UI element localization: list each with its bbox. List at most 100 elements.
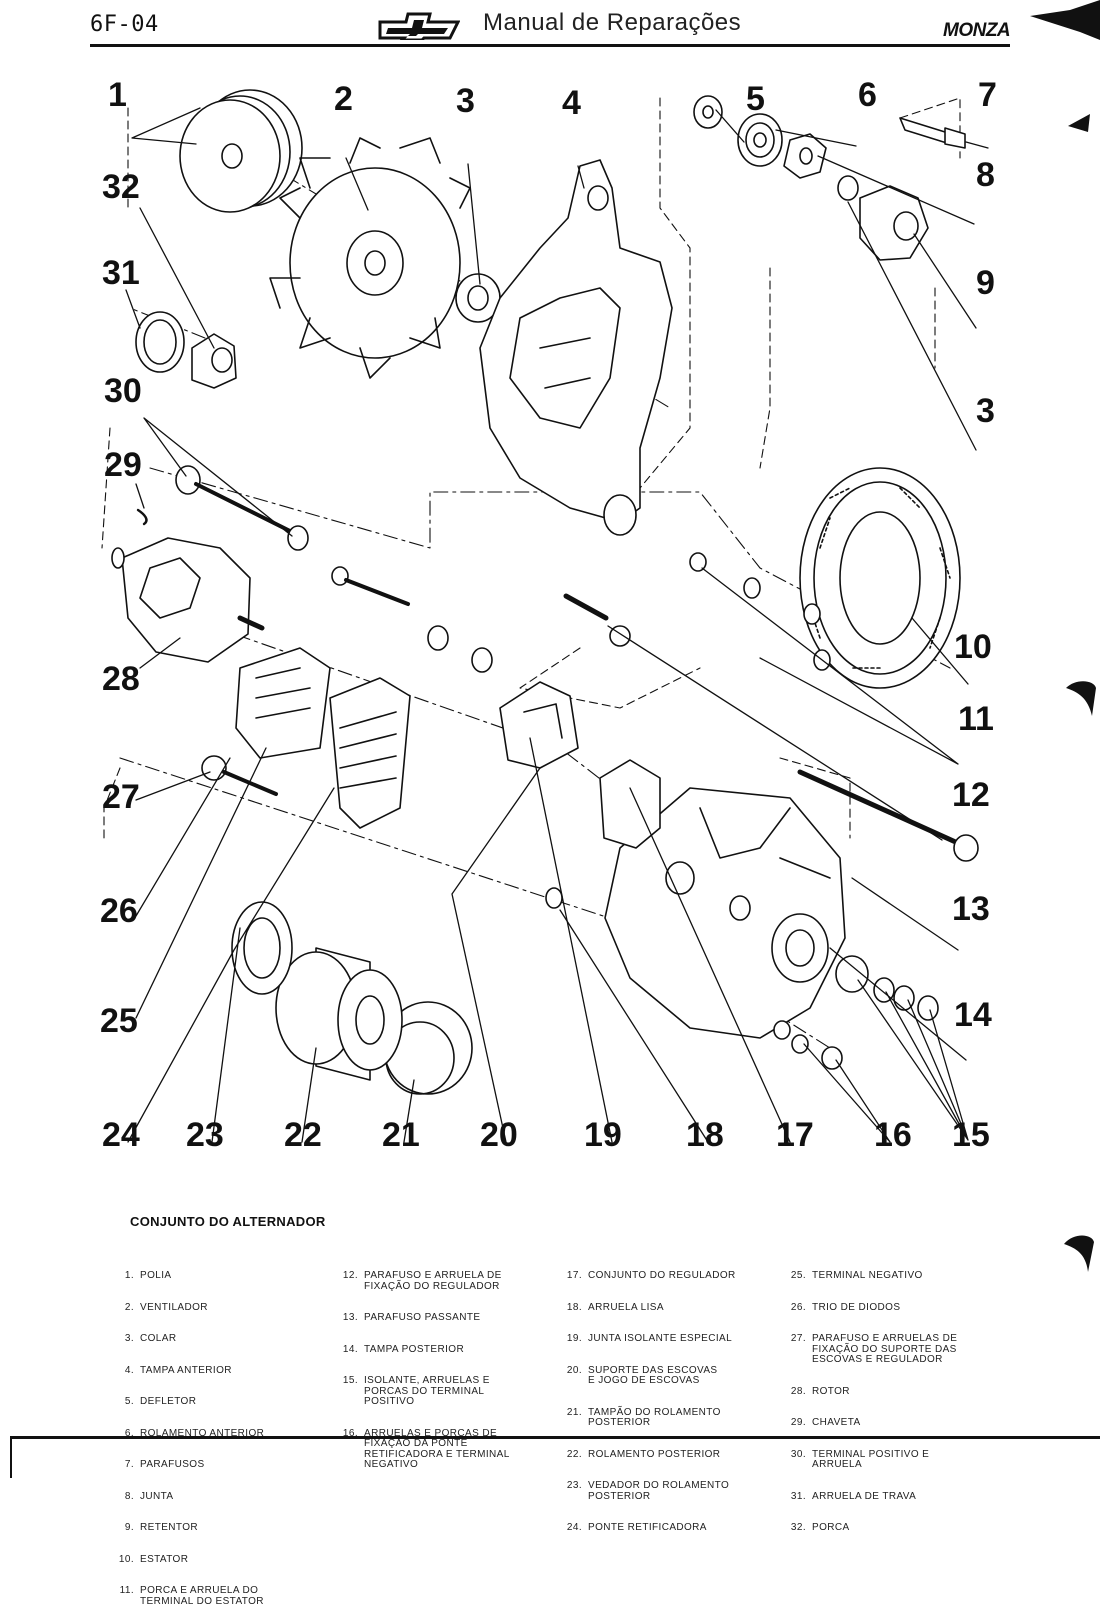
legend-column: 12.PARAFUSO E ARRUELA DE FIXAÇÃO DO REGU… xyxy=(338,1250,510,1481)
leader-lines xyxy=(125,107,989,1143)
legend-text: TRIO DE DIODOS xyxy=(812,1301,901,1313)
legend-item: 1.POLIA xyxy=(114,1270,264,1282)
rotor xyxy=(111,537,265,663)
bracket-screw xyxy=(201,755,278,796)
legend-item: 12.PARAFUSO E ARRUELA DE FIXAÇÃO DO REGU… xyxy=(338,1270,510,1292)
legend-text: CONJUNTO DO REGULADOR xyxy=(588,1270,736,1281)
legend-num: 6. xyxy=(124,1427,134,1439)
legend-text: COLAR xyxy=(140,1333,177,1344)
diode-trio xyxy=(329,677,411,829)
legend-num: 22. xyxy=(566,1448,582,1460)
legend-item: 15.ISOLANTE, ARRUELAS E PORCAS DO TERMIN… xyxy=(338,1375,510,1408)
rectifier-bridge xyxy=(235,647,331,759)
legend-num: 28. xyxy=(790,1385,806,1397)
brush-bracket-bolt xyxy=(331,566,493,673)
legend-item: 17. CONJUNTO DO REGULADOR xyxy=(562,1270,736,1282)
legend-item: 20.SUPORTE DAS ESCOVAS E JOGO DE ESCOVAS xyxy=(562,1365,736,1387)
callout-6: 6 xyxy=(858,76,877,114)
pulley xyxy=(179,89,303,213)
stator-terminal-nut xyxy=(689,552,831,671)
legend-column: 17.CONJUNTO DO REGULADOR 18.ARRUELA LISA… xyxy=(562,1250,736,1544)
legend-item: 11.PORCA E ARRUELA DO TERMINAL DO ESTATO… xyxy=(114,1585,264,1607)
legend-item: 21.TAMPÃO DO ROLAMENTO POSTERIOR xyxy=(562,1407,736,1429)
legend-text: TAMPA ANTERIOR xyxy=(140,1364,232,1376)
callout-27: 27 xyxy=(102,778,140,816)
flat-washer xyxy=(545,887,563,909)
legend-text: JUNTA ISOLANTE ESPECIAL xyxy=(588,1333,733,1344)
legend-item: 8.JUNTA xyxy=(114,1490,264,1503)
legend-text: ROLAMENTO POSTERIOR xyxy=(588,1448,721,1460)
legend-text: VENTILADOR xyxy=(140,1301,208,1313)
legend-num: 17. xyxy=(566,1270,582,1281)
page-edge-mark xyxy=(1030,0,1100,40)
legend-num: 13. xyxy=(342,1312,358,1323)
legend-text: CHAVETA xyxy=(812,1417,861,1428)
rectifier-nuts xyxy=(773,1020,843,1070)
footer-tick xyxy=(10,1436,12,1478)
page-edge-mark xyxy=(1068,114,1090,132)
legend-num: 16. xyxy=(342,1427,358,1439)
header-rule xyxy=(90,44,1010,47)
callout-22: 22 xyxy=(284,1116,322,1154)
legend-item: 4.TAMPA ANTERIOR xyxy=(114,1364,264,1377)
legend-column: 25.TERMINAL NEGATIVO 26.TRIO DE DIODOS 2… xyxy=(786,1250,957,1544)
gasket xyxy=(783,133,827,179)
callout-3: 3 xyxy=(456,82,475,120)
through-bolt xyxy=(797,769,979,862)
manual-title: Manual de Reparações xyxy=(483,9,742,36)
callout-12: 12 xyxy=(952,776,990,814)
callout-26: 26 xyxy=(100,892,138,930)
callout-15: 15 xyxy=(952,1116,990,1154)
legend-item: 30.TERMINAL POSITIVO E ARRUELA xyxy=(786,1448,957,1471)
callout-29: 29 xyxy=(104,446,142,484)
front-bearing xyxy=(737,113,783,167)
retainer xyxy=(859,185,929,261)
callout-19: 19 xyxy=(584,1116,622,1154)
legend-num: 3. xyxy=(124,1333,134,1344)
page-edge-mark xyxy=(1064,1235,1094,1272)
legend-text: ISOLANTE, ARRUELAS E PORCAS DO TERMINAL … xyxy=(364,1375,490,1407)
rear-housing xyxy=(604,787,846,1039)
legend-text: RETENTOR xyxy=(140,1522,199,1533)
legend-num: 5. xyxy=(124,1396,134,1407)
legend-num: 18. xyxy=(566,1301,582,1313)
rear-bearing xyxy=(275,947,403,1081)
legend-text: PARAFUSO E ARRUELAS DE FIXAÇÃO DO SUPORT… xyxy=(812,1333,958,1365)
legend-item: 2.VENTILADOR xyxy=(114,1301,264,1314)
legend-num: 24. xyxy=(566,1522,582,1533)
legend-text: JUNTA xyxy=(140,1490,174,1502)
legend-text: TERMINAL POSITIVO E ARRUELA xyxy=(812,1448,930,1470)
legend-item: 7.PARAFUSOS xyxy=(114,1459,264,1471)
legend-text: ESTATOR xyxy=(140,1553,189,1565)
callout-31: 31 xyxy=(102,254,140,292)
key xyxy=(136,508,148,526)
regulator-assembly xyxy=(599,759,661,849)
legend-item: 10.ESTATOR xyxy=(114,1553,264,1566)
legend-num: 29. xyxy=(790,1417,806,1428)
legend-item: 28. ROTOR xyxy=(786,1385,957,1398)
front-housing xyxy=(479,159,673,536)
legend-text: ARRUELA DE TRAVA xyxy=(812,1490,917,1502)
legend-num: 9. xyxy=(124,1522,134,1533)
legend-text: ROTOR xyxy=(812,1385,850,1397)
collar-rear-small xyxy=(837,175,859,201)
callout-23: 23 xyxy=(186,1116,224,1154)
legend-text: PARAFUSO E ARRUELA DE FIXAÇÃO DO REGULAD… xyxy=(364,1270,502,1292)
callout-32: 32 xyxy=(102,168,140,206)
callout-16: 16 xyxy=(874,1116,912,1154)
callout-17: 17 xyxy=(776,1116,814,1154)
legend-text: PARAFUSOS xyxy=(140,1459,205,1470)
legend-num: 1. xyxy=(124,1270,134,1281)
callout-21: 21 xyxy=(382,1116,420,1154)
legend-text: VEDADOR DO ROLAMENTO POSTERIOR xyxy=(588,1480,730,1502)
nut xyxy=(191,333,237,389)
legend-item: 22. ROLAMENTO POSTERIOR xyxy=(562,1448,736,1461)
callout-30: 30 xyxy=(104,372,142,410)
callout-20: 20 xyxy=(480,1116,518,1154)
legend-text: ARRUELAS E PORCAS DE FIXAÇÃO DA PONTE RE… xyxy=(364,1427,510,1470)
legend-item: 26.TRIO DE DIODOS xyxy=(786,1301,957,1314)
legend-text: PORCA xyxy=(812,1522,850,1533)
legend-item: 16. ARRUELAS E PORCAS DE FIXAÇÃO DA PONTE… xyxy=(338,1427,510,1471)
legend-num: 23. xyxy=(566,1480,582,1491)
callout-18: 18 xyxy=(686,1116,724,1154)
